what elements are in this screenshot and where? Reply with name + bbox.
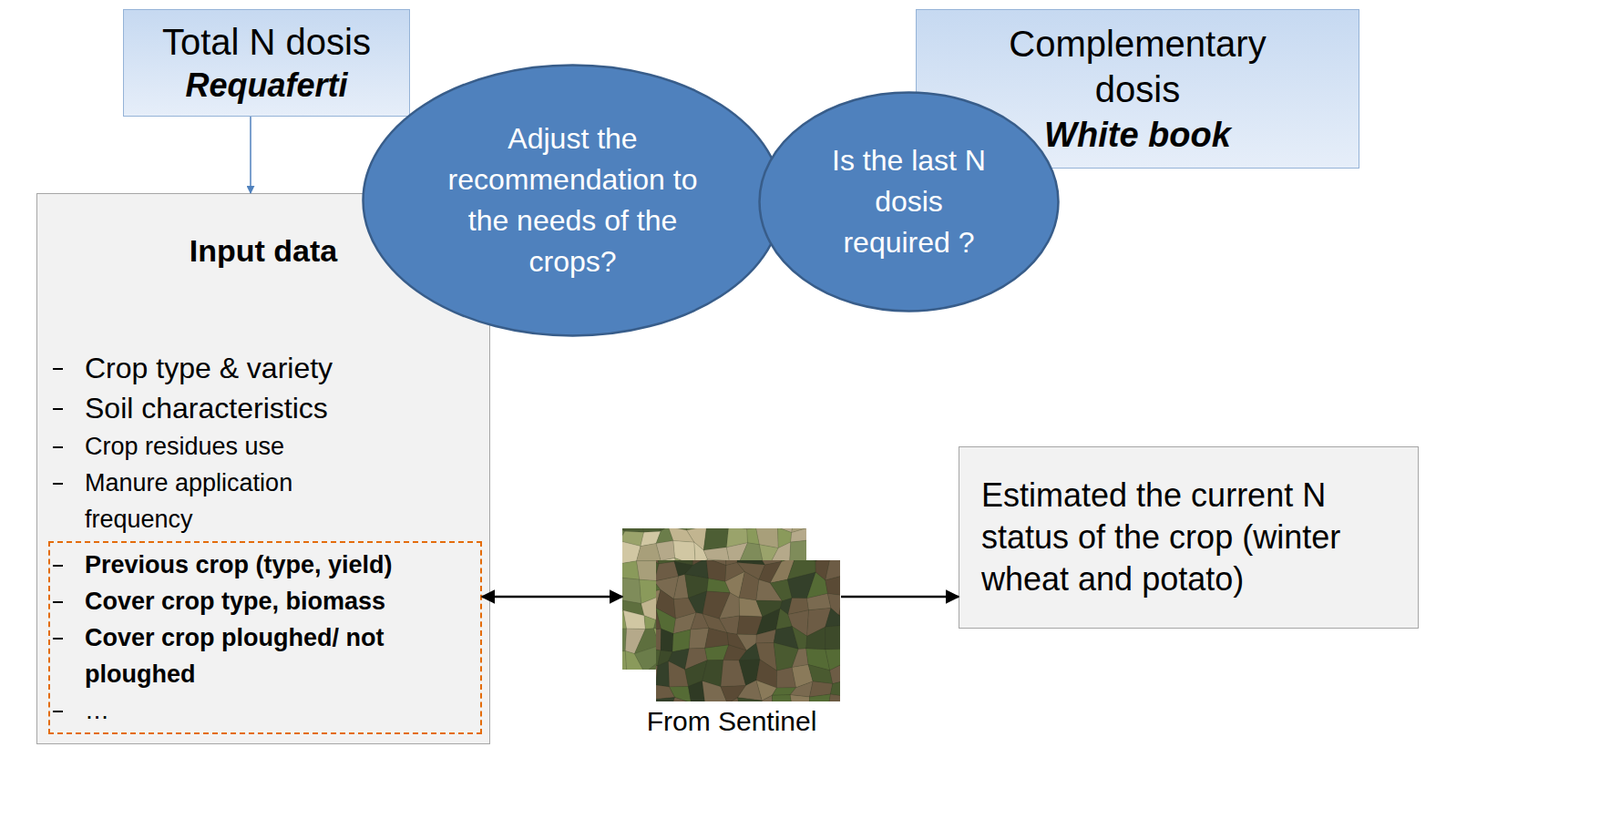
list-item: Crop residues use [84,428,395,465]
field-patch [706,560,727,582]
field-patch [738,543,763,564]
field-patch [808,665,833,685]
field-patch [839,593,841,616]
ellipse-shape [759,92,1059,312]
satellite-tile [656,560,841,702]
node-label: From Sentinel [646,705,818,739]
field-patch [738,697,764,702]
field-patch [622,668,627,670]
field-patch [830,661,841,684]
field-patch [622,577,642,605]
output-box: Estimated the current N status of the cr… [958,446,1419,629]
field-patch [718,593,739,619]
field-patch [789,695,810,702]
field-patch [825,574,841,596]
field-patch [705,627,729,648]
field-patch [703,528,729,551]
field-patch [839,613,841,627]
question-ellipse: Is the last N dosis required ? [758,91,1060,313]
field-patch [668,661,689,688]
field-patch [791,648,809,668]
field-patch [807,594,831,611]
tile-ground [656,560,841,702]
list-item: Soil characteristics [84,388,395,429]
field-patch [656,661,670,688]
node-label: Total N dosis [162,19,371,65]
field-patch [791,626,807,650]
field-patch [660,628,674,652]
node-label: Complementary dosis [1001,20,1275,113]
question-ellipse: Adjust the recommendation to the needs o… [361,63,784,338]
field-patch [761,695,773,702]
list-item: Previous crop (type, yield) [84,546,481,584]
field-patch [703,547,729,562]
field-patch [809,694,831,702]
connector-arrow [249,116,252,194]
list-item: Cover crop type, biomass [84,583,481,620]
field-patch [790,528,807,543]
field-patch [640,663,658,670]
node-label: Adjust the recommendation to the needs o… [436,118,710,283]
field-patch [827,694,842,702]
field-patch [656,628,662,651]
field-patch [825,625,841,650]
satellite-illustration [622,528,842,702]
field-patch [825,607,841,627]
node-label: Estimated the current N status of the cr… [981,474,1396,601]
source-box: Total N dosisRequaferti [123,9,411,117]
ellipse-outline [361,63,784,338]
field-patch [667,697,691,702]
satellite-tile [622,528,807,670]
list-item: Crop type & variety [84,348,395,389]
panel-title: Input data [37,230,490,271]
connector-arrow [841,595,959,599]
field-patch [806,626,826,650]
field-patch [756,629,777,644]
node-label: Requaferti [184,64,348,107]
satellite-image: From Sentinel [622,528,842,740]
field-patch [789,681,813,698]
field-patch [623,610,646,629]
node-label: Is the last N dosis required ? [818,140,1001,264]
field-patch [656,697,676,702]
ellipse-shape [363,65,783,337]
field-patch [672,629,691,652]
node-label: White book [1044,112,1231,158]
field-patch [738,572,759,602]
highlight-group: Previous crop (type, yield)Cover crop ty… [48,541,483,735]
field-patch [656,541,676,562]
list-item: … [84,692,481,729]
list-item: Manure application frequency [84,464,395,538]
list-item: Cover crop ploughed/ not ploughed [84,619,481,693]
connector-arrow [482,595,623,599]
